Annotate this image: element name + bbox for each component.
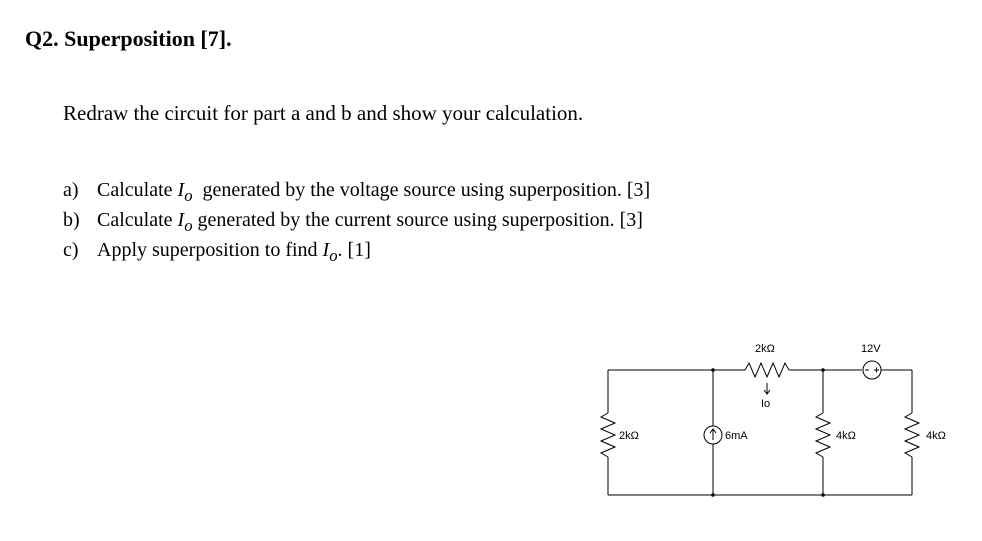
part-letter: a) xyxy=(63,179,79,201)
part-c: c) Apply superposition to find Io. [1] xyxy=(63,235,650,265)
part-b: b) Calculate Io generated by the current … xyxy=(63,205,650,235)
part-text-post: generated by the voltage source using su… xyxy=(192,179,651,201)
instruction-text: Redraw the circuit for part a and b and … xyxy=(63,101,584,125)
io-current-arrow xyxy=(763,383,771,395)
current-label: Io xyxy=(761,398,770,410)
current-source-label: 6mA xyxy=(725,430,748,442)
junction-dot xyxy=(711,368,715,372)
middle-resistor-label: 4kΩ xyxy=(836,430,856,442)
part-variable-subscript: o xyxy=(329,246,338,265)
part-text-pre: Apply superposition to find xyxy=(97,239,323,261)
right-resistor-label: 4kΩ xyxy=(926,430,946,442)
part-text-pre: Calculate xyxy=(97,209,178,231)
series-resistor-zigzag xyxy=(744,361,790,379)
part-a: a) Calculate Io generated by the voltage … xyxy=(63,175,650,205)
junction-dot xyxy=(821,493,825,497)
junction-dot xyxy=(711,493,715,497)
part-variable-subscript: o xyxy=(184,216,193,235)
right-resistor-zigzag xyxy=(903,412,921,458)
current-source-arrow xyxy=(709,428,717,440)
junction-dot xyxy=(821,368,825,372)
part-letter: b) xyxy=(63,209,80,231)
part-text-post: . [1] xyxy=(337,239,371,261)
series-resistor-label: 2kΩ xyxy=(755,343,775,355)
part-variable: I xyxy=(177,209,185,231)
part-text-post: generated by the current source using su… xyxy=(192,209,643,231)
part-variable-subscript: o xyxy=(184,186,193,205)
circuit-diagram: 2kΩ 12V Io 2kΩ 6mA 4kΩ 4kΩ xyxy=(595,335,955,500)
middle-resistor-zigzag xyxy=(814,412,832,458)
part-text-pre: Calculate xyxy=(97,179,178,201)
voltage-source-label: 12V xyxy=(861,343,881,355)
part-variable: I xyxy=(177,179,185,201)
part-letter: c) xyxy=(63,239,79,261)
circuit-svg: 2kΩ 12V Io 2kΩ 6mA 4kΩ 4kΩ xyxy=(599,343,946,497)
left-resistor-label: 2kΩ xyxy=(619,430,639,442)
voltage-source-plus xyxy=(874,367,879,373)
question-title: Q2. Superposition [7]. xyxy=(25,26,232,51)
part-variable: I xyxy=(322,239,330,261)
left-resistor-zigzag xyxy=(599,412,617,458)
question-parts-list: a) Calculate Io generated by the voltage … xyxy=(63,175,650,265)
